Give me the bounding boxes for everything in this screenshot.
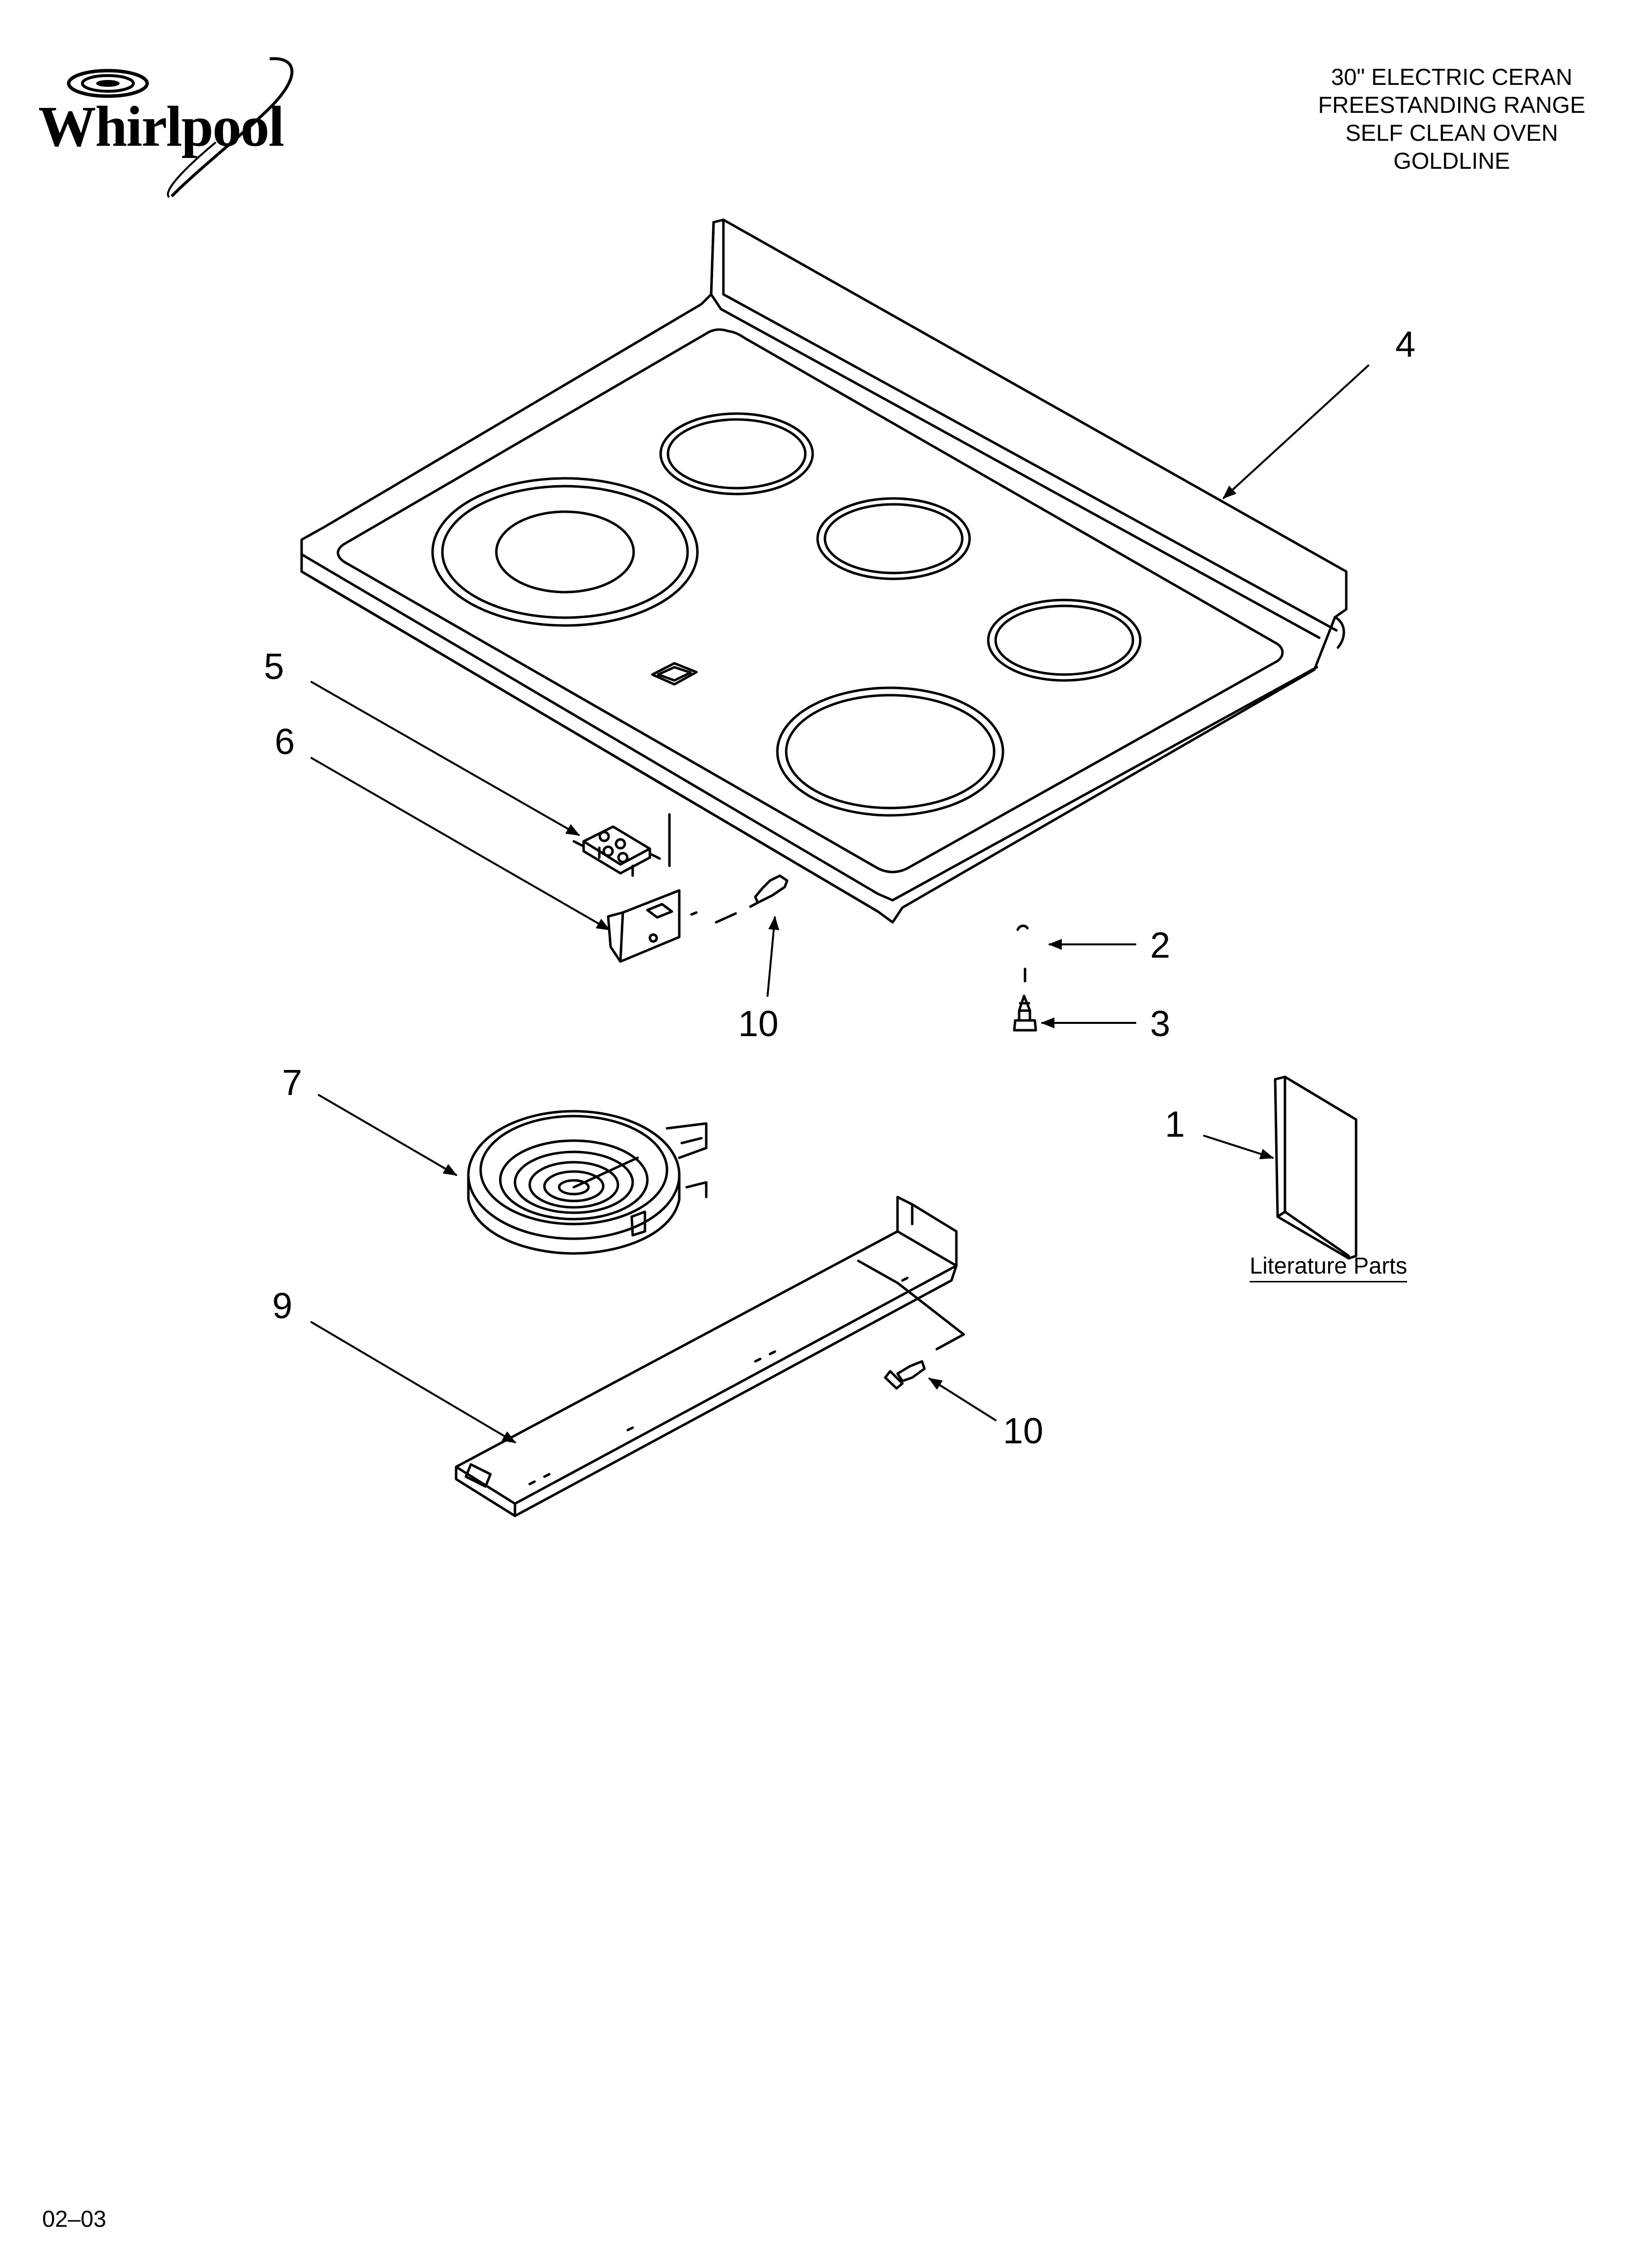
part-9-support-bar [455, 1196, 965, 1517]
part-6-bracket [607, 889, 737, 963]
title-line-4: GOLDLINE [1393, 148, 1510, 174]
callout-leaders [310, 365, 1369, 1443]
whirlpool-swirl-icon [67, 57, 294, 198]
diagram-title: 30" ELECTRIC CERAN FREESTANDING RANGE SE… [1206, 63, 1642, 175]
callout-7: 7 [282, 1062, 303, 1103]
callout-10-upper: 10 [738, 1003, 779, 1044]
callout-1: 1 [1165, 1104, 1185, 1145]
part-3-screw [1013, 994, 1037, 1032]
literature-parts-label: Literature Parts [1250, 1252, 1408, 1282]
part-cooktop [300, 218, 1348, 924]
callout-2: 2 [1150, 925, 1171, 965]
part-5-switch [572, 813, 671, 877]
part-1-literature [1274, 1075, 1358, 1260]
part-10-screw-upper [749, 874, 789, 908]
part-2-clip [1016, 924, 1029, 983]
callout-5: 5 [264, 646, 284, 687]
callout-4: 4 [1395, 324, 1416, 365]
part-7-element [467, 1110, 708, 1255]
date-code: 02–03 [42, 2206, 106, 2232]
part-10-screw-lower [884, 1360, 926, 1390]
title-line-1: 30" ELECTRIC CERAN [1331, 64, 1573, 90]
callout-6: 6 [275, 721, 295, 762]
title-line-3: SELF CLEAN OVEN [1345, 120, 1558, 146]
callout-3: 3 [1150, 1003, 1171, 1044]
title-line-2: FREESTANDING RANGE [1318, 92, 1586, 118]
callout-9: 9 [272, 1285, 293, 1326]
whirlpool-logo [39, 54, 319, 206]
brand-name: Whirlpool [38, 94, 284, 158]
callout-10-lower: 10 [1003, 1410, 1044, 1451]
